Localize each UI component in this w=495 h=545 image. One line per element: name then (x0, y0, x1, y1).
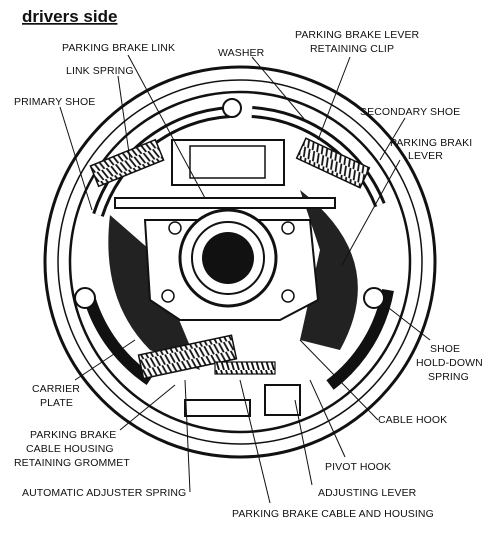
label-grommet-line3: RETAINING GROMMET (14, 457, 130, 469)
label-washer: WASHER (218, 47, 265, 59)
label-pb-lever-retaining-clip-line1: PARKING BRAKE LEVER (295, 29, 420, 41)
label-pb-lever-line1: PARKING BRAKI (390, 137, 472, 149)
diagram-title: drivers side (22, 7, 117, 26)
label-pb-cable-housing: PARKING BRAKE CABLE AND HOUSING (232, 508, 434, 520)
lower-springs (137, 334, 301, 417)
label-link-spring: LINK SPRING (66, 65, 134, 77)
label-pb-lever-line2: LEVER (408, 150, 443, 162)
label-adjusting-lever: ADJUSTING LEVER (318, 487, 417, 499)
label-shoe-holddown-line3: SPRING (428, 371, 469, 383)
label-secondary-shoe: SECONDARY SHOE (360, 106, 460, 118)
hold-down-springs (74, 287, 385, 309)
label-carrier-plate-line2: PLATE (40, 397, 73, 409)
label-parking-brake-link: PARKING BRAKE LINK (62, 42, 175, 54)
label-shoe-holddown-line1: SHOE (430, 343, 460, 355)
wheel-cylinder (171, 98, 285, 186)
label-grommet-line1: PARKING BRAKE (30, 429, 116, 441)
label-pivot-hook: PIVOT HOOK (325, 461, 391, 473)
parking-brake-link-bar (114, 197, 336, 209)
label-carrier-plate-line1: CARRIER (32, 383, 80, 395)
label-pb-lever-retaining-clip-line2: RETAINING CLIP (310, 43, 394, 55)
labels: PARKING BRAKE LINK WASHER PARKING BRAKE … (14, 29, 483, 520)
label-primary-shoe: PRIMARY SHOE (14, 96, 95, 108)
label-shoe-holddown-line2: HOLD-DOWN (416, 357, 483, 369)
leader-lines (59, 54, 431, 504)
label-cable-hook: CABLE HOOK (378, 414, 447, 426)
label-auto-adjuster-spring: AUTOMATIC ADJUSTER SPRING (22, 487, 186, 499)
label-grommet-line2: CABLE HOUSING (26, 443, 114, 455)
hub (143, 208, 320, 321)
upper-springs (89, 137, 371, 189)
